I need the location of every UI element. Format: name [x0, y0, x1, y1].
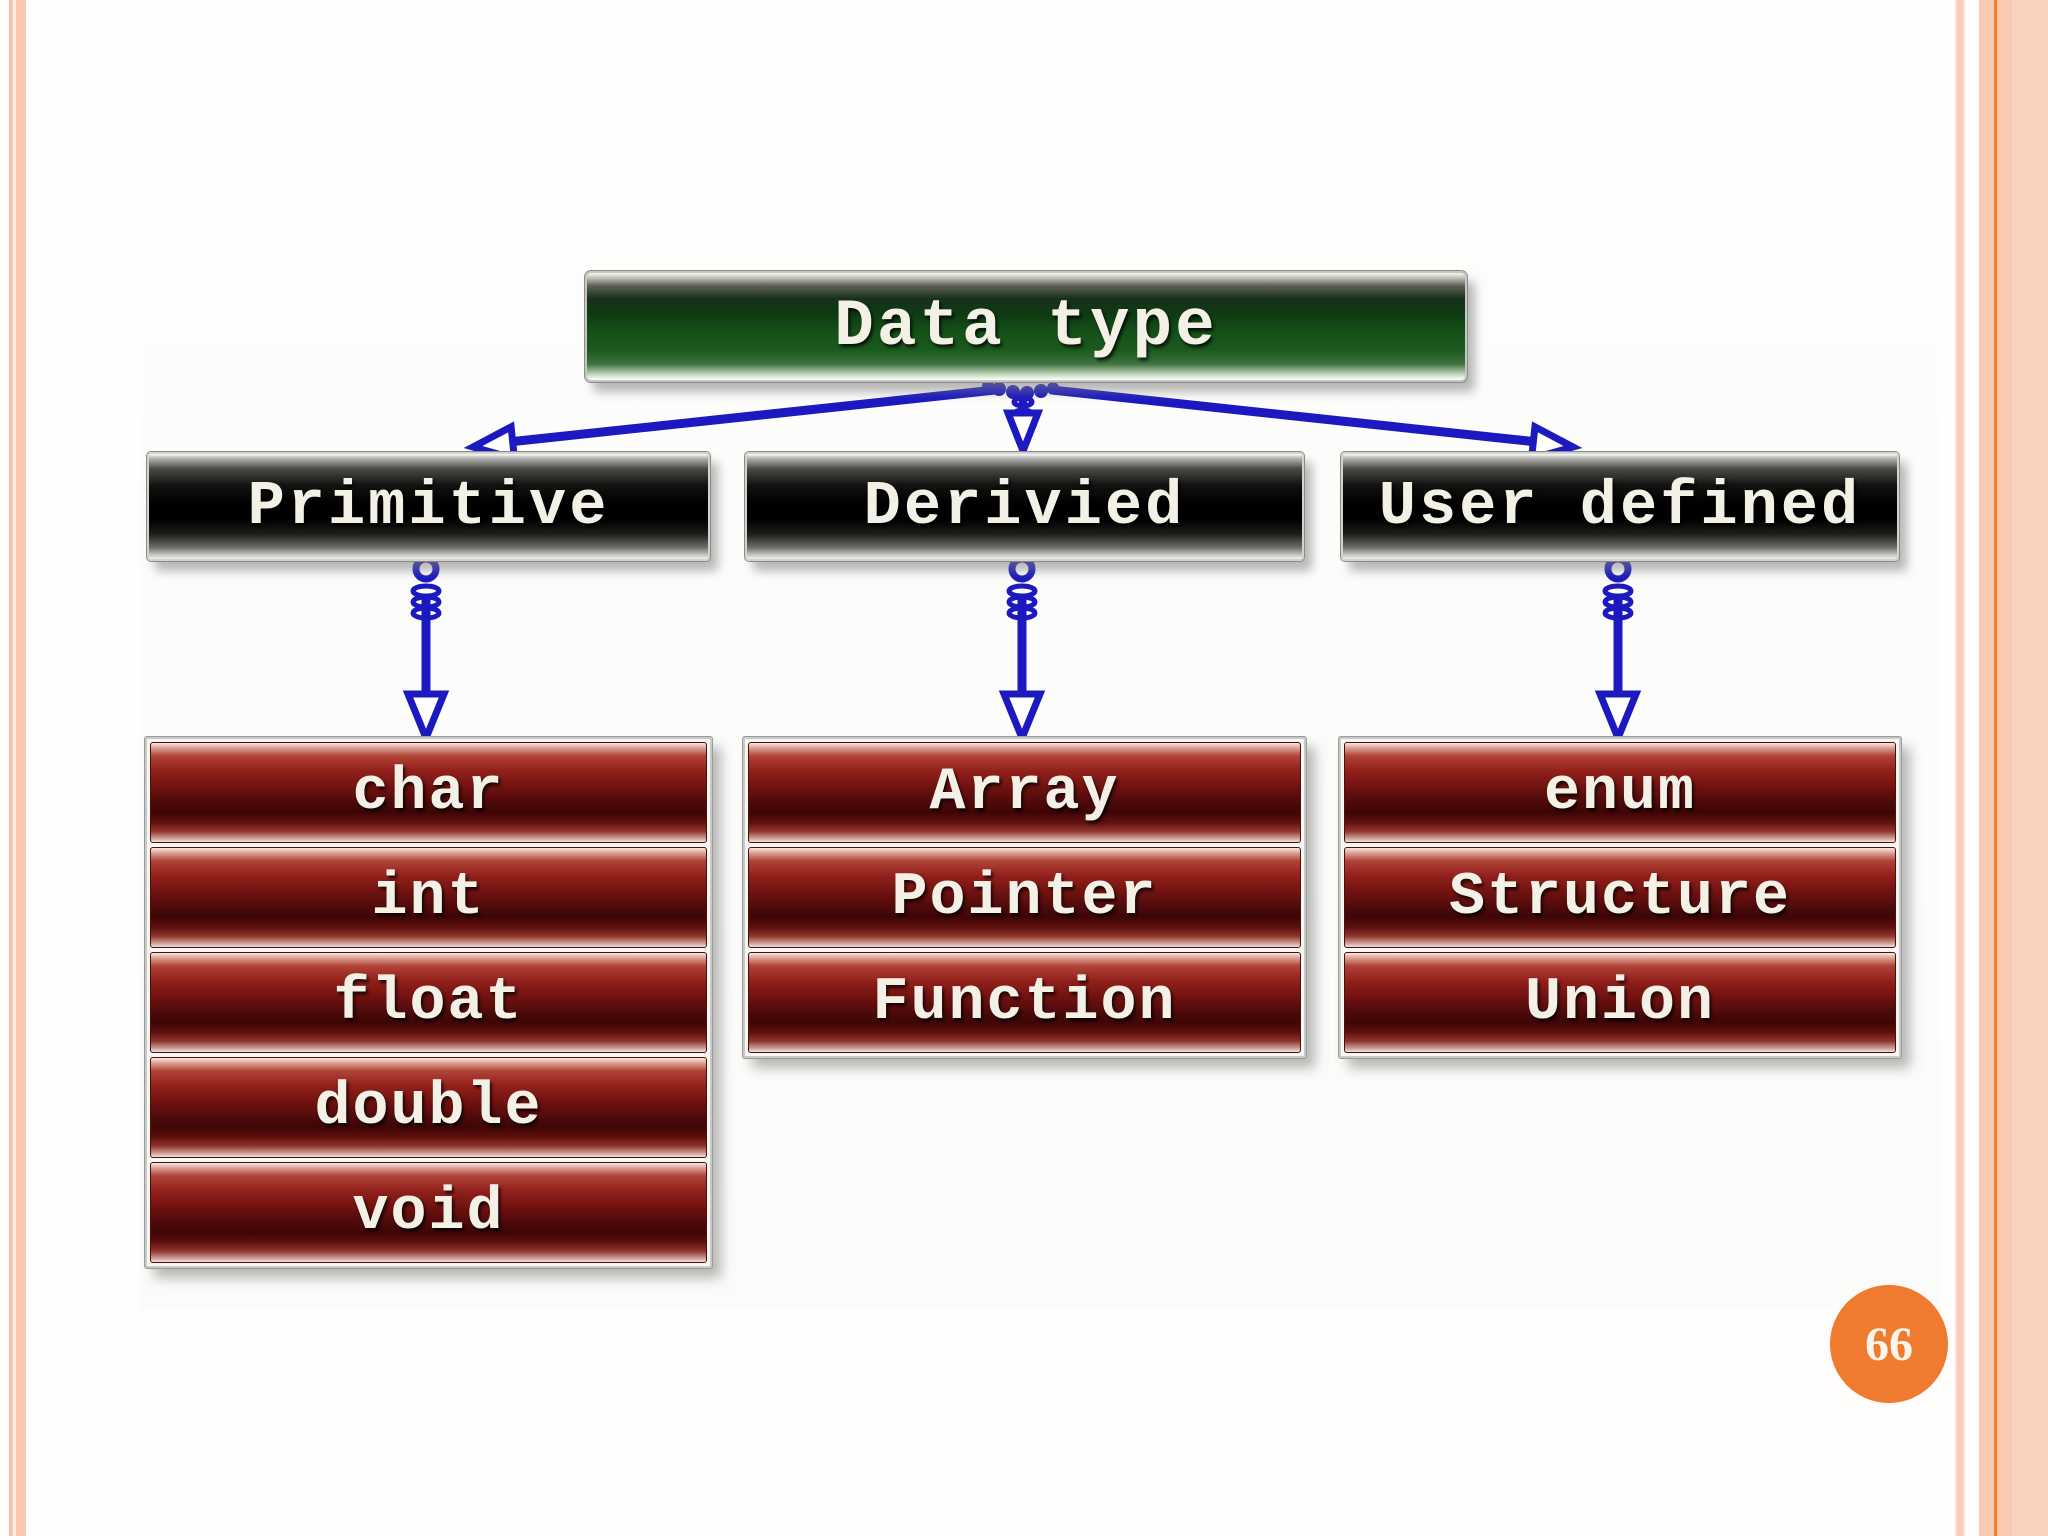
leaf-box-float: float [150, 952, 707, 1053]
right-border-stripe-wide [1979, 0, 2048, 1536]
branch-box-user-defined: User defined [1341, 452, 1899, 561]
page-number-badge: 66 [1830, 1285, 1948, 1403]
leaf-label-structure: Structure [1448, 863, 1792, 932]
leaf-group-primitive: char int float double void [145, 737, 712, 1268]
left-border-stripe [9, 0, 26, 1536]
leaf-box-int: int [150, 847, 707, 948]
branch-label-primitive: Primitive [247, 471, 610, 542]
leaf-box-array: Array [748, 742, 1301, 843]
leaf-label-pointer: Pointer [891, 863, 1158, 932]
leaf-box-union: Union [1344, 952, 1896, 1053]
branch-label-user-defined: User defined [1378, 471, 1862, 542]
leaf-label-void: void [352, 1178, 505, 1247]
leaf-group-derived: Array Pointer Function [743, 737, 1306, 1058]
branch-box-derived: Derivied [745, 452, 1304, 561]
leaf-label-char: char [352, 758, 505, 827]
right-border-stripe-thin [1955, 0, 1965, 1536]
leaf-label-union: Union [1524, 968, 1716, 1037]
branch-box-primitive: Primitive [147, 452, 710, 561]
leaf-box-structure: Structure [1344, 847, 1896, 948]
leaf-box-char: char [150, 742, 707, 843]
leaf-label-float: float [333, 968, 524, 1037]
leaf-label-double: double [314, 1073, 543, 1142]
leaf-label-enum: enum [1543, 758, 1697, 827]
leaf-label-array: Array [929, 758, 1120, 827]
leaf-group-user-defined: enum Structure Union [1339, 737, 1901, 1058]
page-number: 66 [1865, 1317, 1913, 1371]
branch-label-derived: Derivied [863, 471, 1186, 542]
leaf-box-void: void [150, 1162, 707, 1263]
leaf-box-function: Function [748, 952, 1301, 1053]
root-label: Data type [834, 289, 1218, 364]
leaf-box-double: double [150, 1057, 707, 1158]
leaf-box-enum: enum [1344, 742, 1896, 843]
leaf-label-int: int [371, 863, 486, 932]
root-box-data-type: Data type [585, 271, 1467, 382]
leaf-box-pointer: Pointer [748, 847, 1301, 948]
leaf-label-function: Function [872, 968, 1177, 1037]
